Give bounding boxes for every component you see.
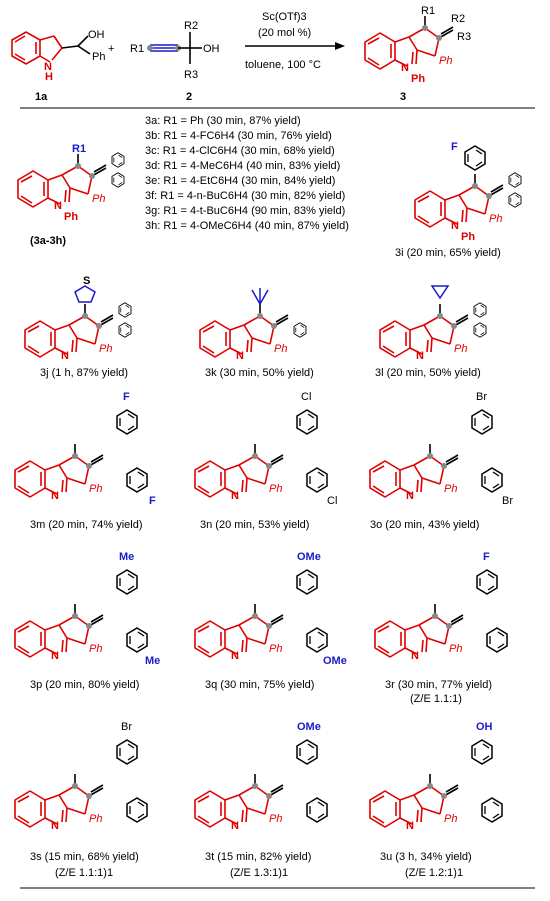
substituent-3p-2: Me [145, 655, 160, 667]
ph-label-3a-2: Ph [64, 211, 78, 223]
substituent-3m: F [123, 391, 130, 403]
product-r3-label: R3 [457, 31, 471, 43]
caption-3o: 3o (20 min, 43% yield) [370, 519, 479, 531]
product-3-label: 3 [400, 91, 406, 103]
product-r1-label: R1 [421, 5, 435, 17]
compound-3o-structure: Br Br Ph [369, 391, 513, 507]
compound-3q-structure: OMe OMe Ph [194, 551, 347, 667]
substituent-3s: Br [121, 721, 132, 733]
entry-3d: 3d: R1 = 4-MeC6H4 (40 min, 83% yield) [145, 160, 340, 172]
condition-catalyst: Sc(OTf)3 [262, 11, 307, 23]
substituent-3n-2: Cl [327, 495, 337, 507]
entry-3a: 3a: R1 = Ph (30 min, 87% yield) [145, 115, 301, 127]
ph-label-3q: Ph [269, 643, 282, 655]
note-3u: (Z/E 1.2:1)1 [405, 867, 463, 879]
substituent-3j: S [83, 275, 90, 287]
substituent-3n: Cl [301, 391, 311, 403]
ph-label-3t: Ph [269, 813, 282, 825]
compound-3n-structure: Cl Cl Ph [194, 391, 337, 507]
nh-label: N [44, 61, 52, 73]
reagent-2-label: 2 [186, 91, 192, 103]
caption-3m: 3m (20 min, 74% yield) [30, 519, 143, 531]
compound-3p-structure: Me Me Ph [14, 551, 160, 667]
oh-label-2: OH [203, 43, 220, 55]
substituent-3q: OMe [297, 551, 321, 563]
caption-3p: 3p (20 min, 80% yield) [30, 679, 139, 691]
ph-label-3k: Ph [274, 343, 287, 355]
caption-3l: 3l (20 min, 50% yield) [375, 367, 481, 379]
compound-3k-structure: Ph [199, 288, 307, 363]
ph-label-3i: Ph [489, 213, 502, 225]
caption-3r: 3r (30 min, 77% yield) [385, 679, 492, 691]
compound-3s-structure: Br Ph [14, 721, 148, 833]
note-3r: (Z/E 1.1:1) [410, 693, 462, 705]
entry-3b: 3b: R1 = 4-FC6H4 (30 min, 76% yield) [145, 130, 332, 142]
note-3s: (Z/E 1.1:1)1 [55, 867, 113, 879]
substituent-3r: F [483, 551, 490, 563]
entry-3c: 3c: R1 = 4-ClC6H4 (30 min, 68% yield) [145, 145, 335, 157]
substituent-3o: Br [476, 391, 487, 403]
condition-loading: (20 mol %) [258, 27, 311, 39]
r3-label: R3 [184, 69, 198, 81]
ph-label-3u: Ph [444, 813, 457, 825]
plus-sign: + [108, 43, 114, 55]
reagent-1a-label: 1a [35, 91, 48, 103]
entry-3e: 3e: R1 = 4-EtC6H4 (30 min, 84% yield) [145, 175, 335, 187]
r1-label: R1 [130, 43, 144, 55]
product-ph-label: Ph [439, 55, 452, 67]
ph-label-3l: Ph [454, 343, 467, 355]
compound-3i-structure: F Ph Ph [414, 141, 522, 243]
product-3-structure: R1 R2 R3 Ph Ph [364, 5, 471, 85]
entry-3g: 3g: R1 = 4-t-BuC6H4 (90 min, 83% yield) [145, 205, 345, 217]
r2-label: R2 [184, 20, 198, 32]
caption-3i: 3i (20 min, 65% yield) [395, 247, 501, 259]
entry-3f: 3f: R1 = 4-n-BuC6H4 (30 min, 82% yield) [145, 190, 345, 202]
reagent-1a-structure: OH Ph N H [11, 29, 105, 83]
table-3a-3h-label: (3a-3h) [30, 235, 66, 247]
ph-label: Ph [92, 51, 105, 63]
ph-label-3i-2: Ph [461, 231, 475, 243]
substituent-3q-2: OMe [323, 655, 347, 667]
caption-3j: 3j (1 h, 87% yield) [40, 367, 128, 379]
condition-solvent: toluene, 100 °C [245, 59, 321, 71]
product-r2-label: R2 [451, 13, 465, 25]
caption-3n: 3n (20 min, 53% yield) [200, 519, 309, 531]
substituent-3o-2: Br [502, 495, 513, 507]
caption-3t: 3t (15 min, 82% yield) [205, 851, 311, 863]
substituent-3m-2: F [149, 495, 156, 507]
oh-label: OH [88, 29, 105, 41]
caption-3u: 3u (3 h, 34% yield) [380, 851, 472, 863]
substituent-3i: F [451, 141, 458, 153]
ph-label-3o: Ph [444, 483, 457, 495]
ph-label-3r: Ph [449, 643, 462, 655]
entry-3h: 3h: R1 = 4-OMeC6H4 (40 min, 87% yield) [145, 220, 349, 232]
ph-label-3a: Ph [92, 193, 105, 205]
compound-3m-structure: F F Ph [14, 391, 156, 507]
reaction-equation: OH Ph N H 1a + R1 R2 R3 OH 2 Sc(OTf)3 (2… [11, 5, 471, 103]
product-ph-label-2: Ph [411, 73, 425, 85]
ph-label-3p: Ph [89, 643, 102, 655]
ph-label-3s: Ph [89, 813, 102, 825]
note-3t: (Z/E 1.3:1)1 [230, 867, 288, 879]
caption-3q: 3q (30 min, 75% yield) [205, 679, 314, 691]
ph-label-3m: Ph [89, 483, 102, 495]
caption-3s: 3s (15 min, 68% yield) [30, 851, 139, 863]
product-3a-3h-structure: R1 Ph Ph [17, 143, 125, 223]
compound-3j-structure: S Ph [24, 275, 132, 363]
compound-3u-structure: OH Ph [369, 721, 503, 833]
h-label: H [45, 71, 53, 83]
substituent-3u: OH [476, 721, 493, 733]
caption-3k: 3k (30 min, 50% yield) [205, 367, 314, 379]
ph-label-3n: Ph [269, 483, 282, 495]
ph-label-3j: Ph [99, 343, 112, 355]
compound-3l-structure: Ph [379, 285, 487, 363]
r1-label-3a: R1 [72, 143, 86, 155]
reagent-2-structure: R1 R2 R3 OH [130, 20, 220, 81]
compound-3r-structure: F Ph [374, 551, 508, 663]
compound-3t-structure: OMe Ph [194, 721, 328, 833]
substituent-3t: OMe [297, 721, 321, 733]
substituent-3p: Me [119, 551, 134, 563]
entries-3a-3h-list: 3a: R1 = Ph (30 min, 87% yield) 3b: R1 =… [145, 115, 349, 232]
